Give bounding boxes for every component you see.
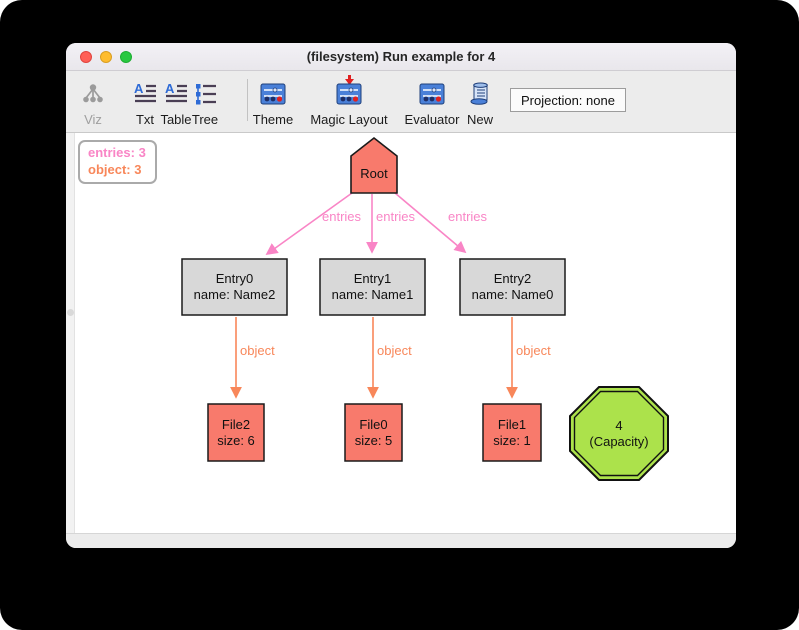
viz-button-label: Viz bbox=[84, 112, 102, 127]
close-button[interactable] bbox=[80, 51, 92, 63]
splitpane-divider[interactable] bbox=[66, 133, 75, 533]
table-button[interactable]: A Table bbox=[154, 75, 198, 127]
entry1-node-shape bbox=[319, 258, 426, 316]
table-button-label: Table bbox=[160, 112, 192, 127]
legend-entries-count: entries: 3 bbox=[88, 145, 146, 160]
capacity-node-caption: (Capacity) bbox=[589, 434, 649, 449]
magic-layout-button[interactable]: Magic Layout bbox=[303, 75, 395, 127]
toolbar: Viz A Txt A bbox=[66, 71, 736, 133]
toolbar-separator bbox=[247, 79, 248, 121]
theme-button[interactable]: Theme bbox=[245, 75, 301, 127]
theme-button-label: Theme bbox=[252, 112, 294, 127]
txt-button-label: Txt bbox=[135, 112, 155, 127]
svg-text:A: A bbox=[134, 82, 144, 96]
titlebar: (filesystem) Run example for 4 bbox=[66, 43, 736, 71]
minimize-button[interactable] bbox=[100, 51, 112, 63]
root-node-label: Root bbox=[360, 166, 388, 181]
projection-button[interactable]: Projection: none bbox=[510, 88, 626, 112]
capacity-node-value: 4 bbox=[615, 418, 623, 433]
magic-layout-button-label: Magic Layout bbox=[310, 112, 388, 127]
evaluator-button-label: Evaluator bbox=[404, 112, 460, 127]
txt-button[interactable]: A Txt bbox=[127, 75, 163, 127]
file0-node-name: File0 bbox=[359, 416, 388, 432]
graph-canvas: entries: 3 object: 3 Root Entry0 name: N… bbox=[66, 133, 736, 533]
legend-object-count: object: 3 bbox=[88, 162, 142, 177]
evaluator-button[interactable]: Evaluator bbox=[397, 75, 467, 127]
root-node[interactable]: Root bbox=[351, 155, 397, 193]
entry2-node-attr: name: Name0 bbox=[471, 287, 554, 302]
zoom-button[interactable] bbox=[120, 51, 132, 63]
tree-button[interactable]: Tree bbox=[183, 75, 227, 127]
entry1-node-attr: name: Name1 bbox=[331, 287, 414, 302]
entries-edge-label-2: entries bbox=[376, 209, 416, 224]
alloy-viz-window: (filesystem) Run example for 4 Viz bbox=[66, 43, 736, 548]
capacity-node-shape bbox=[569, 386, 669, 481]
file2-node-name: File2 bbox=[221, 416, 251, 432]
root-node-shape bbox=[350, 136, 398, 194]
object-edge-label-2: object bbox=[377, 343, 412, 358]
file0-node-attr: size: 5 bbox=[354, 432, 393, 448]
entries-edge-label-3: entries bbox=[448, 209, 488, 224]
file0-node[interactable]: File0 size: 5 bbox=[345, 404, 402, 461]
entry0-node-name: Entry0 bbox=[215, 271, 254, 286]
capacity-node[interactable]: 4 (Capacity) bbox=[570, 401, 668, 467]
file1-node-shape bbox=[482, 403, 542, 462]
object-edges bbox=[230, 317, 518, 399]
tree-button-label: Tree bbox=[191, 112, 219, 127]
divider-knob-icon[interactable] bbox=[67, 309, 74, 316]
capacity-node-inner-border bbox=[573, 390, 665, 477]
svg-text:A: A bbox=[165, 82, 175, 96]
new-button-label: New bbox=[466, 112, 493, 127]
window-bottom-strip bbox=[66, 533, 736, 548]
entries-edges bbox=[265, 192, 467, 256]
window-title: (filesystem) Run example for 4 bbox=[306, 49, 496, 64]
entry1-node[interactable]: Entry1 name: Name1 bbox=[320, 259, 425, 315]
text-view-icon: A bbox=[133, 81, 157, 111]
tree-view-icon bbox=[193, 82, 217, 111]
table-view-icon: A bbox=[164, 81, 188, 111]
viz-button[interactable]: Viz bbox=[73, 75, 113, 127]
entry0-node[interactable]: Entry0 name: Name2 bbox=[182, 259, 287, 315]
entry0-node-attr: name: Name2 bbox=[193, 287, 276, 302]
file0-node-shape bbox=[344, 403, 403, 462]
object-edge-label-1: object bbox=[240, 343, 275, 358]
file2-node-shape bbox=[207, 403, 265, 462]
theme-sliders-icon bbox=[260, 82, 286, 111]
entry0-node-shape bbox=[181, 258, 288, 316]
file2-node-attr: size: 6 bbox=[217, 432, 255, 448]
evaluator-sliders-icon bbox=[419, 82, 445, 111]
object-edge-label-3: object bbox=[516, 343, 551, 358]
entry1-node-name: Entry1 bbox=[353, 271, 392, 286]
new-button[interactable]: New bbox=[460, 75, 500, 127]
magic-layout-icon bbox=[336, 75, 362, 111]
relation-legend: entries: 3 object: 3 bbox=[78, 140, 157, 184]
viz-graph-icon bbox=[80, 82, 106, 111]
file2-node[interactable]: File2 size: 6 bbox=[208, 404, 264, 461]
file1-node-name: File1 bbox=[497, 416, 527, 432]
entry2-node[interactable]: Entry2 name: Name0 bbox=[460, 259, 565, 315]
new-scroll-icon bbox=[468, 82, 492, 111]
entry2-node-name: Entry2 bbox=[493, 271, 532, 286]
file1-node-attr: size: 1 bbox=[493, 432, 531, 448]
entry2-node-shape bbox=[459, 258, 566, 316]
graph-drawing bbox=[181, 136, 669, 481]
file1-node[interactable]: File1 size: 1 bbox=[483, 404, 541, 461]
entries-edge-label-1: entries bbox=[322, 209, 362, 224]
